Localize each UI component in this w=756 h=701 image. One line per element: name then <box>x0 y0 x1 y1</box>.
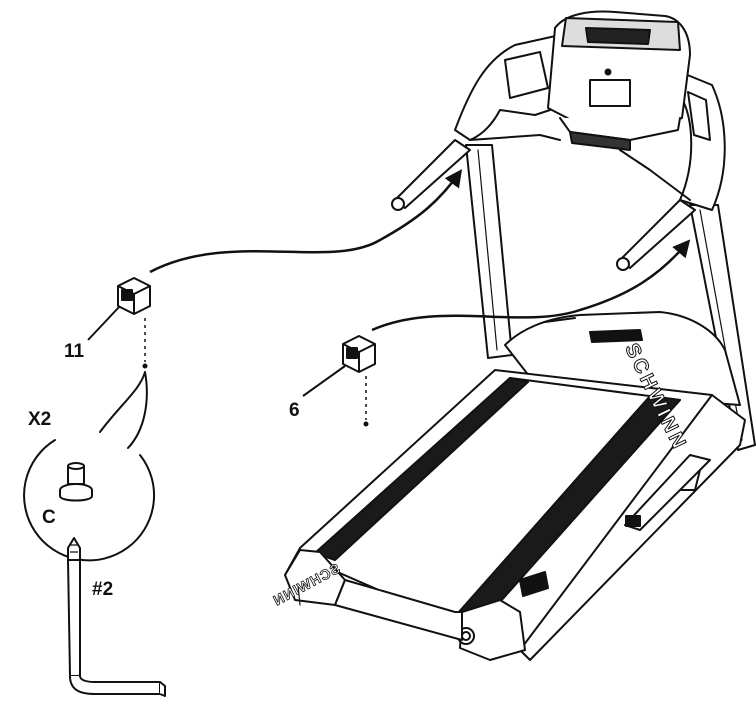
callout-part-6: 6 <box>289 400 300 421</box>
right-end-cap <box>459 599 526 661</box>
quantity-label: X2 <box>28 409 52 430</box>
console-display <box>589 79 631 107</box>
left-belt-strip <box>314 377 529 561</box>
part-11-endcap <box>117 277 151 315</box>
detail-circle <box>23 439 155 562</box>
arrow-part-11 <box>149 169 463 274</box>
left-upright <box>465 144 513 359</box>
right-handle <box>619 199 696 269</box>
leader-6 <box>302 365 346 397</box>
hardware-label: C <box>42 507 56 528</box>
tool-label: #2 <box>92 579 114 600</box>
left-handle <box>394 139 471 209</box>
right-handlebar-frame <box>679 71 726 211</box>
hex-key-tool <box>67 537 166 697</box>
arrow-part-6 <box>371 239 691 332</box>
part-6-endcap <box>342 335 376 373</box>
bolt-c <box>59 462 93 502</box>
rear-support <box>624 454 711 531</box>
callout-part-11: 11 <box>64 341 85 362</box>
treadmill <box>284 10 756 661</box>
detail-callout <box>23 371 155 562</box>
leader-11 <box>87 305 121 341</box>
detail-pointer <box>99 371 148 449</box>
